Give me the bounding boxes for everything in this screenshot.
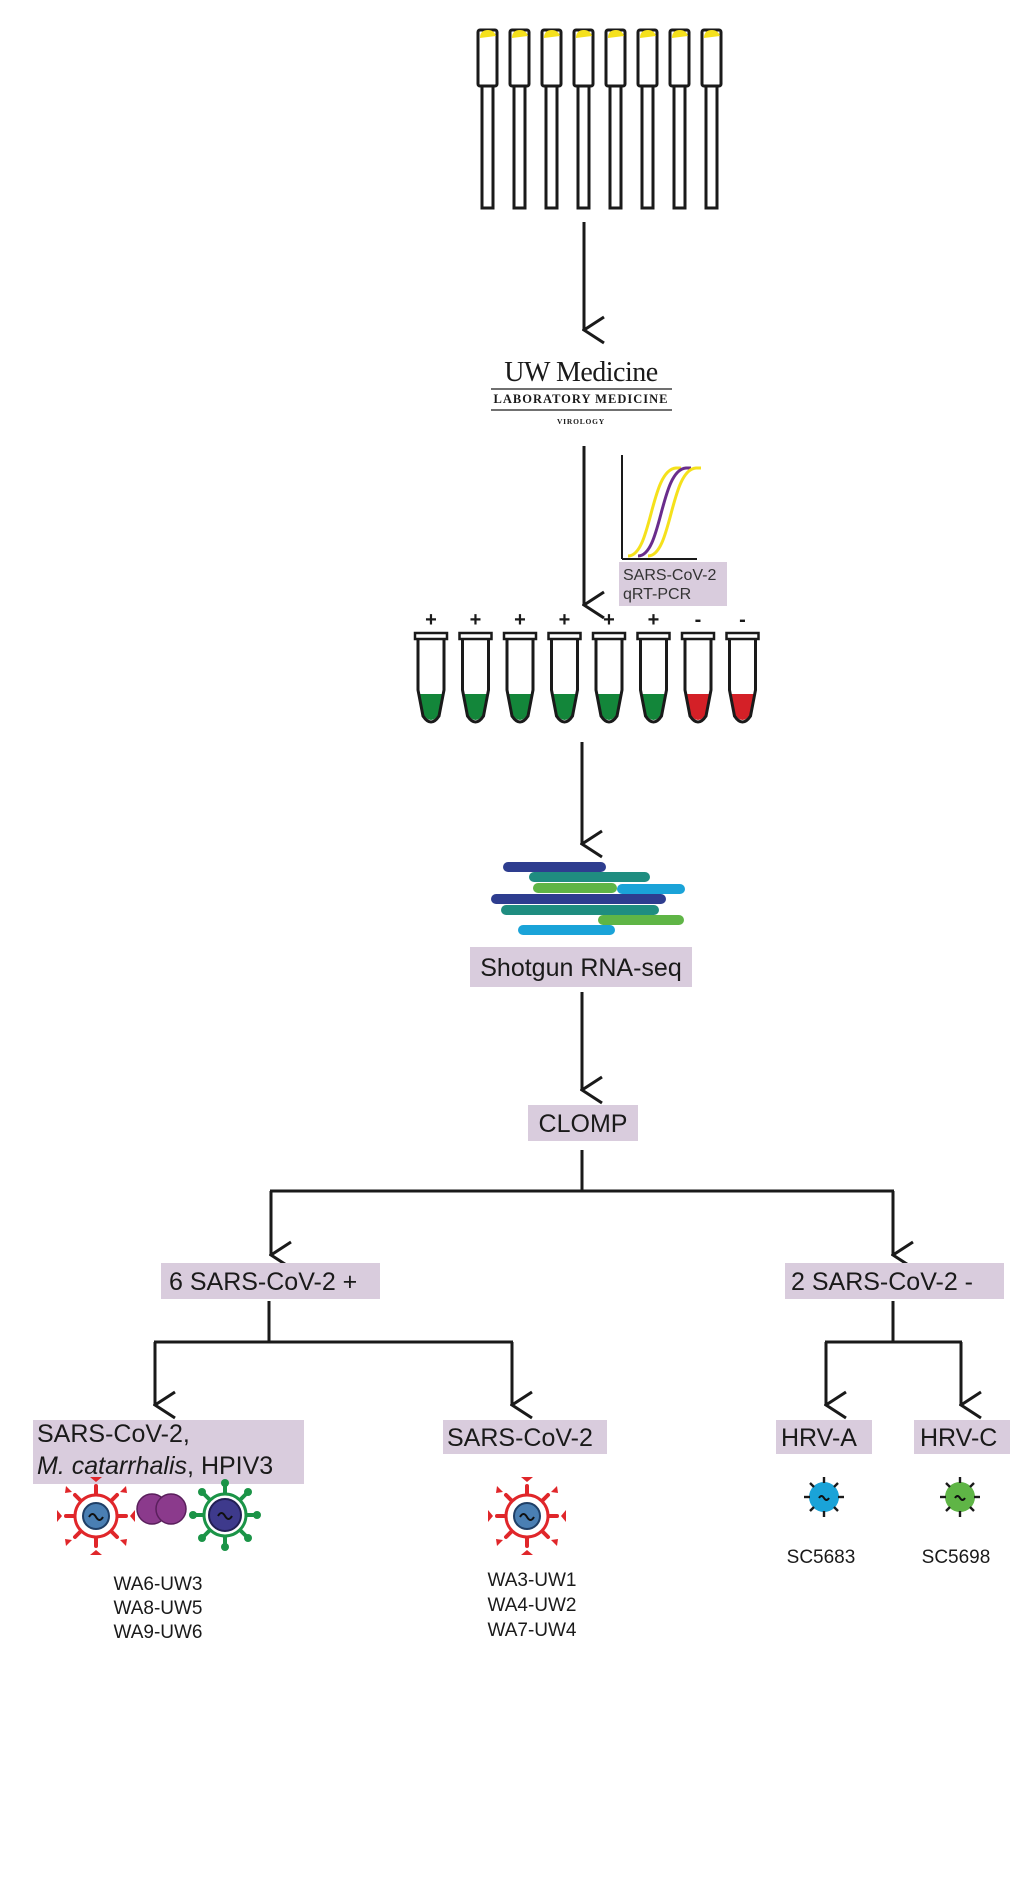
tube-result-sign: +: [514, 609, 526, 631]
qpcr-label-line1: SARS-CoV-2: [623, 567, 716, 584]
swab-group: [476, 28, 723, 210]
sample-tube-icon: -: [680, 609, 716, 724]
sample-tube-icon: +: [413, 609, 449, 724]
sample-id: WA7-UW4: [487, 1620, 576, 1641]
swab-icon: [508, 28, 531, 210]
branch-connector-level1: [270, 1150, 894, 1255]
coinfection-label-line2: M. catarrhalis, HPIV3: [37, 1452, 273, 1480]
qpcr-amplification-plot: SARS-CoV-2 qRT-PCR: [619, 455, 727, 606]
moraxella-name: M. catarrhalis: [37, 1452, 187, 1480]
rhinovirus-icon: [802, 1475, 846, 1519]
tube-result-sign: +: [648, 609, 660, 631]
hrv-c-label: HRV-C: [920, 1424, 997, 1452]
swab-icon: [668, 28, 691, 210]
swab-icon: [540, 28, 563, 210]
tube-result-sign: -: [739, 609, 746, 631]
sample-id: WA3-UW1: [487, 1570, 576, 1591]
sequencing-label: Shotgun RNA-seq: [480, 954, 682, 982]
sars-only-label: SARS-CoV-2: [447, 1424, 593, 1452]
hpiv3-virus-icon: [187, 1477, 263, 1553]
sars-only-sample-list: WA3-UW1 WA4-UW2 WA7-UW4: [487, 1570, 576, 1641]
sample-tube-icon: +: [502, 609, 538, 724]
logo-department: VIROLOGY: [557, 417, 605, 426]
sample-tube-icon: +: [636, 609, 671, 724]
sample-tube-icon: +: [547, 609, 582, 724]
tube-result-sign: +: [559, 609, 571, 631]
tube-result-sign: +: [470, 609, 482, 631]
positive-branch-label: 6 SARS-CoV-2 +: [169, 1268, 357, 1296]
coinfection-sample-list: WA6-UW3 WA8-UW5 WA9-UW6: [113, 1574, 202, 1643]
sample-tube-row: + + + + + + - -: [413, 609, 760, 724]
logo-subtitle: LABORATORY MEDICINE: [494, 392, 669, 406]
sample-tube-icon: +: [458, 609, 493, 724]
sars-cov-2-virus-icon: [55, 1475, 137, 1557]
tube-result-sign: +: [603, 609, 615, 631]
coinfection-rest: , HPIV3: [187, 1452, 273, 1480]
swab-icon: [604, 28, 627, 210]
hrv-a-label: HRV-A: [781, 1424, 857, 1452]
sample-tube-icon: -: [725, 609, 760, 724]
swab-icon: [476, 28, 499, 210]
clomp-label: CLOMP: [539, 1110, 628, 1138]
tube-result-sign: +: [425, 609, 437, 631]
swab-icon: [572, 28, 595, 210]
uw-medicine-logo: UW Medicine LABORATORY MEDICINE VIROLOGY: [491, 357, 672, 426]
tube-result-sign: -: [695, 609, 702, 631]
logo-title: UW Medicine: [504, 357, 657, 388]
sample-id: WA9-UW6: [113, 1622, 202, 1643]
sequencing-reads-icon: [491, 862, 685, 935]
sample-id: SC5683: [787, 1547, 856, 1568]
negative-branch-label: 2 SARS-CoV-2 -: [791, 1268, 973, 1296]
swab-icon: [636, 28, 659, 210]
sars-cov-2-virus-icon: [486, 1475, 568, 1557]
moraxella-bacteria-icon: [136, 1493, 187, 1525]
qpcr-label-line2: qRT-PCR: [623, 586, 691, 603]
sample-id: WA4-UW2: [487, 1595, 576, 1616]
branch-connector-negative: [825, 1301, 962, 1405]
sample-id: WA8-UW5: [113, 1598, 202, 1619]
rhinovirus-icon: [938, 1475, 982, 1519]
sample-tube-icon: +: [591, 609, 627, 724]
sample-id: SC5698: [922, 1547, 991, 1568]
swab-icon: [700, 28, 723, 210]
coinfection-label-line1: SARS-CoV-2,: [37, 1420, 190, 1448]
branch-connector-positive: [154, 1301, 513, 1405]
sample-id: WA6-UW3: [113, 1574, 202, 1595]
